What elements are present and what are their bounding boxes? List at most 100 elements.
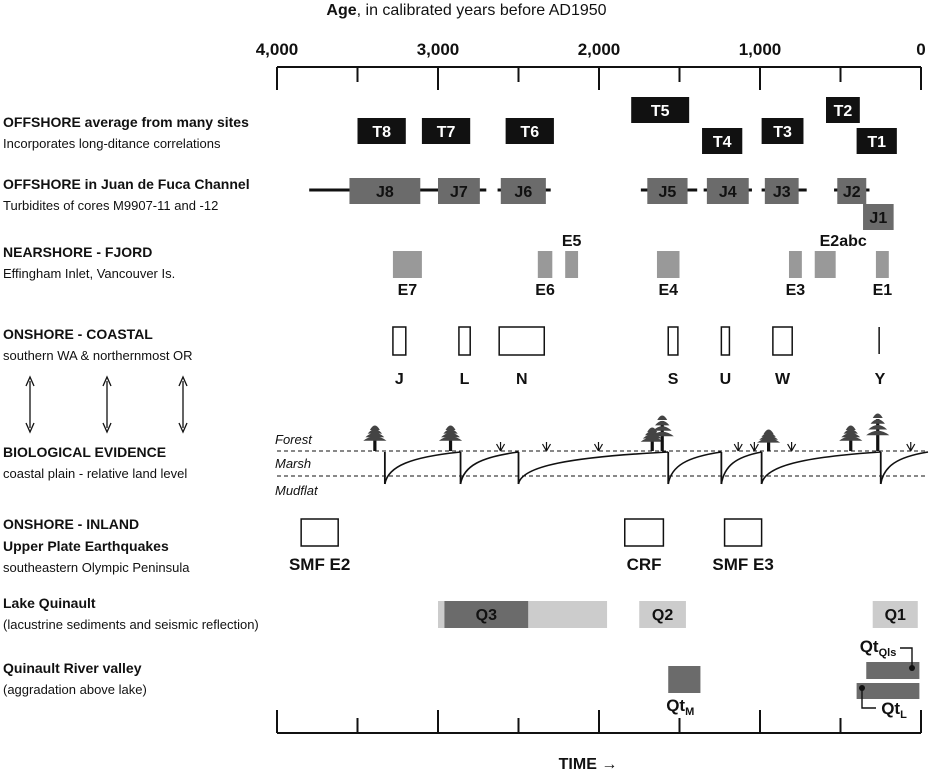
onshore-coastal-title: ONSHORE - COASTAL: [3, 326, 153, 342]
qtl-leader: [861, 688, 876, 709]
river-qtqls-label: QtQls: [860, 637, 897, 659]
jdf-j8-label: J8: [376, 184, 394, 201]
jdf-j6-box: [500, 178, 546, 204]
recovery-curve: [517, 451, 669, 485]
large-tree-2-foliage: [866, 430, 890, 436]
jdf-j5-box: [647, 178, 688, 204]
small-tree-5-foliage: [845, 425, 856, 430]
marsh-sprout-6-stem: [906, 442, 916, 452]
large-tree-2-foliage: [870, 419, 885, 424]
river-qtl-box: [856, 683, 920, 699]
small-tree-5-foliage: [841, 432, 861, 438]
effingham-e5-label: E5: [562, 233, 582, 250]
inland-smf-e2-label: SMF E2: [289, 555, 350, 574]
turbidite-t8-label: T8: [372, 124, 391, 141]
small-tree-5: [839, 425, 863, 451]
jdf-j1-label: J1: [869, 210, 887, 227]
small-tree-5-trunk: [849, 431, 853, 451]
small-tree-2-foliage: [445, 425, 456, 430]
large-tree-2-foliage: [868, 425, 888, 430]
small-tree-2-foliage: [441, 432, 460, 438]
small-tree-5-foliage: [843, 429, 858, 434]
nearshore-title: NEARSHORE - FJORD: [3, 244, 153, 260]
lake-q2-box: [639, 601, 686, 628]
qtl-leader-dot: [859, 685, 865, 691]
axis-title: Age, in calibrated years before AD1950: [0, 2, 933, 20]
marsh-sprout-3-stem: [593, 442, 604, 452]
level-mudflat-label: Mudflat: [275, 483, 319, 498]
river-qtl-label: QtL: [881, 699, 907, 721]
effingham-e2abc-label: E2abc: [820, 233, 867, 250]
offshore-jdf-subtitle: Turbidites of cores M9907-11 and -12: [3, 198, 219, 213]
time-arrow-label: TIME →: [559, 756, 618, 772]
small-tree-4-foliage: [757, 438, 781, 443]
coastal-l-label: L: [460, 371, 470, 388]
double-arrow-head-up-1: [25, 375, 35, 387]
coastal-u-box: [720, 326, 731, 356]
coastal-s-box: [667, 326, 679, 356]
marsh-sprout-1: [496, 442, 506, 452]
small-tree-1-foliage: [365, 432, 385, 438]
lake-title: Lake Quinault: [3, 595, 96, 611]
marsh-sprout-1-stem: [496, 442, 506, 452]
marsh-sprout-5: [787, 442, 797, 452]
recovery-curve: [720, 451, 762, 485]
coastal-n-box: [498, 326, 546, 356]
small-tree-2: [438, 425, 463, 451]
marsh-sprout-6: [906, 442, 916, 452]
recovery-curve: [760, 451, 881, 485]
turbidite-t4-box: [702, 128, 743, 154]
tick-label-4-000: 4,000: [256, 40, 299, 59]
small-tree-2-foliage: [438, 436, 463, 441]
turbidite-t8-box: [357, 118, 406, 144]
effingham-e6-box: [537, 251, 553, 278]
qtqls-leader-dot: [909, 665, 915, 671]
lake-q1-box: [872, 601, 918, 628]
jdf-j3-label: J3: [773, 184, 791, 201]
jdf-j2-label: J2: [843, 184, 861, 201]
marsh-sprout-5-stem: [787, 442, 797, 452]
tick-label-3-000: 3,000: [417, 40, 460, 59]
marsh-sprout-3: [593, 442, 604, 452]
small-tree-1-foliage: [367, 429, 383, 434]
onshore-coastal-subtitle: southern WA & northernmost OR: [3, 348, 193, 363]
small-tree-2-foliage: [443, 429, 458, 434]
double-arrow-head-down-2: [102, 422, 112, 434]
large-tree-1-foliage: [652, 426, 672, 431]
marsh-sprout-4: [749, 442, 759, 452]
turbidite-t4-label: T4: [713, 134, 732, 151]
level-marsh-label: Marsh: [275, 456, 311, 471]
tick-label-0: 0: [916, 40, 925, 59]
jdf-j4-box: [706, 178, 749, 204]
coastal-j-box: [392, 326, 407, 356]
large-tree-1: [650, 415, 674, 451]
small-tree-4-trunk: [767, 435, 771, 451]
onshore-inland-subtitle: southeastern Olympic Peninsula: [3, 560, 190, 575]
lake-q1-label: Q1: [885, 607, 906, 624]
turbidite-t1-label: T1: [867, 134, 886, 151]
coastal-n-label: N: [516, 371, 528, 388]
offshore-avg-title: OFFSHORE average from many sites: [3, 114, 249, 130]
effingham-e4-box: [656, 251, 680, 278]
turbidite-t2-box: [826, 97, 860, 123]
effingham-e3-label: E3: [786, 282, 806, 299]
jdf-j3-box: [764, 178, 799, 204]
recovery-curve: [667, 451, 722, 485]
effingham-e7-label: E7: [398, 282, 418, 299]
double-arrow-head-down-1: [25, 422, 35, 434]
effingham-e1-label: E1: [873, 282, 893, 299]
recovery-curve: [384, 451, 461, 485]
river-qtm-box: [668, 666, 701, 693]
small-tree-1-trunk: [373, 431, 377, 451]
inland-smf-e3-label: SMF E3: [712, 555, 773, 574]
double-arrow-head-down-3: [178, 422, 188, 434]
lake-q3-label: Q3: [476, 607, 497, 624]
lake-subtitle: (lacustrine sediments and seismic reflec…: [3, 617, 259, 632]
turbidite-t6-label: T6: [520, 124, 539, 141]
small-tree-4-foliage: [763, 429, 774, 434]
marsh-sprout-4-stem: [749, 442, 759, 452]
marsh-sprout-2: [541, 442, 552, 452]
coastal-s-label: S: [668, 371, 679, 388]
marsh-sprout-8-stem: [733, 442, 743, 452]
coastal-l-box: [458, 326, 471, 356]
